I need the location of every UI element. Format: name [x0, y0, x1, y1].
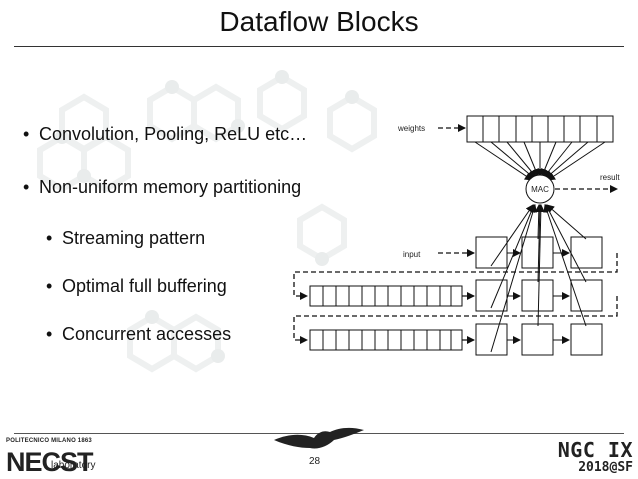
mac-label: MAC — [531, 185, 549, 194]
sub-bullet-item: Streaming pattern — [46, 228, 205, 249]
buffer-to-window-arrows — [462, 292, 475, 344]
weights-register — [466, 115, 614, 143]
mac-unit — [525, 174, 555, 204]
condor-logo-icon — [274, 427, 364, 449]
ngc-logo: NGC IX 2018@SF — [555, 438, 633, 475]
necst-wordmark: NECST — [6, 447, 94, 477]
laboratory-label: laboratory — [51, 460, 96, 471]
slide-title: Dataflow Blocks — [219, 6, 419, 37]
polimi-label: POLITECNICO MILANO 1863 — [6, 438, 92, 444]
sub-bullet-item: Optimal full buffering — [46, 276, 227, 297]
necst-logo: POLITECNICO MILANO 1863 NECST laboratory — [6, 438, 95, 477]
bullet-item: Convolution, Pooling, ReLU etc… — [23, 124, 307, 145]
bullet-item: Non-uniform memory partitioning — [23, 177, 301, 198]
window-to-mac-arrows — [490, 204, 587, 353]
ngc-year-location: 2018@SF — [578, 460, 633, 475]
weight-to-mac-arrows — [474, 141, 606, 181]
result-label: result — [600, 173, 620, 182]
feedback-arrowheads — [300, 292, 308, 344]
window-shift-arrows — [507, 249, 570, 344]
sub-bullet-item: Concurrent accesses — [46, 324, 231, 345]
line-buffer-1 — [309, 285, 463, 307]
ngc-wordmark: NGC IX — [557, 438, 633, 462]
weights-label: weights — [397, 124, 425, 133]
page-number: 28 — [309, 456, 321, 467]
title-divider — [14, 46, 624, 47]
input-label: input — [403, 250, 421, 259]
line-buffer-2 — [309, 329, 463, 351]
feedback-loops — [293, 253, 618, 341]
